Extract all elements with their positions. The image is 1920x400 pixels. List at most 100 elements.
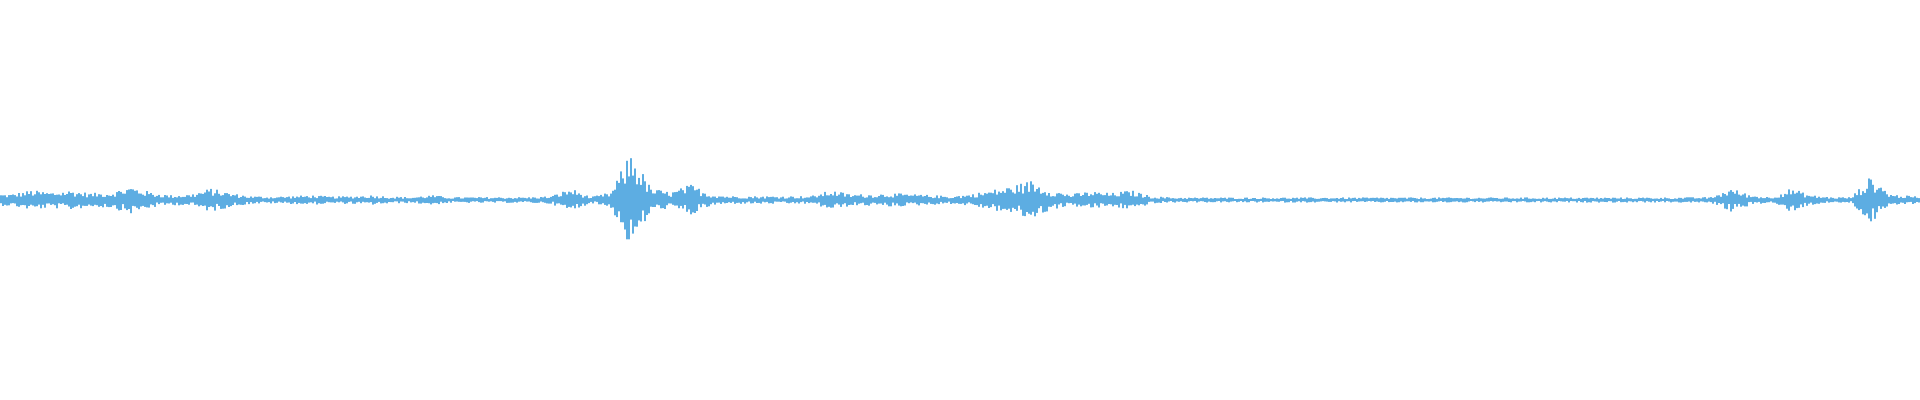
waveform-sample [658,190,660,206]
waveform-sample [1546,197,1548,202]
waveform-sample [1750,197,1752,202]
waveform-sample [1378,198,1380,202]
waveform-sample [1538,198,1540,201]
waveform-sample [138,193,140,210]
waveform-sample [1636,198,1638,203]
waveform-sample [306,196,308,204]
waveform-sample [1780,194,1782,205]
waveform-sample [1318,198,1320,202]
waveform-sample [1874,192,1876,219]
waveform-sample [1490,197,1492,201]
waveform-sample [422,197,424,203]
waveform-sample [374,198,376,204]
waveform-sample [798,198,800,204]
waveform-sample [10,195,12,204]
waveform-sample [1890,195,1892,204]
waveform-sample [1892,196,1894,204]
waveform-sample [718,196,720,203]
waveform-sample [948,198,950,202]
waveform-sample [536,198,538,203]
waveform-sample [124,193,126,209]
waveform-sample [1294,198,1296,203]
waveform-sample [1768,197,1770,203]
waveform-sample [942,196,944,204]
waveform-sample [1268,198,1270,202]
waveform-sample [316,198,318,205]
waveform-sample [1416,198,1418,203]
waveform-sample [276,197,278,203]
waveform-sample [360,196,362,204]
waveform-sample [414,197,416,203]
waveform-sample [20,196,22,206]
waveform-sample [1110,195,1112,205]
waveform-sample [1422,198,1424,203]
waveform-sample [338,196,340,203]
waveform-sample [266,197,268,203]
waveform-sample [1018,191,1020,206]
waveform-sample [408,198,410,202]
waveform-sample [1512,198,1514,202]
waveform-sample [1864,192,1866,216]
waveform-sample [1582,198,1584,203]
waveform-sample [1034,191,1036,217]
waveform-sample [750,197,752,204]
waveform-sample [1428,198,1430,202]
waveform-sample [1228,197,1230,203]
waveform-sample [634,168,636,227]
waveform-sample [1222,198,1224,202]
waveform-sample [668,195,670,204]
waveform-sample [850,197,852,205]
waveform-sample [606,194,608,206]
waveform-sample [580,194,582,207]
waveform-sample [550,196,552,204]
waveform-sample [488,198,490,202]
waveform-sample [1826,197,1828,202]
waveform-sample [1354,197,1356,201]
waveform-sample [1186,198,1188,203]
waveform-sample [998,191,1000,206]
waveform-sample [1896,195,1898,205]
waveform-sample [180,197,182,205]
waveform-sample [1596,197,1598,202]
waveform-sample [854,195,856,203]
waveform-sample [1108,195,1110,204]
waveform-sample [184,196,186,204]
waveform-sample [454,197,456,202]
waveform-sample [1640,198,1642,201]
waveform-sample [1484,198,1486,202]
waveform-sample [950,198,952,204]
waveform-sample [690,184,692,215]
waveform-sample [856,195,858,206]
waveform-sample [934,197,936,205]
waveform-sample [1090,194,1092,208]
waveform-sample [1620,197,1622,203]
waveform-sample [820,194,822,207]
waveform-sample [364,197,366,203]
waveform-sample [1812,196,1814,205]
waveform-sample [940,195,942,202]
waveform-sample [588,198,590,204]
waveform-sample [630,158,632,220]
waveform-sample [206,189,208,211]
waveform-sample [1710,197,1712,203]
waveform-sample [622,178,624,223]
waveform-sample [1606,198,1608,203]
waveform-sample [946,197,948,203]
waveform-sample [994,189,996,207]
waveform-sample [1588,198,1590,203]
waveform-sample [222,195,224,209]
waveform-sample [290,198,292,204]
waveform-sample [1662,198,1664,201]
waveform-sample [1036,189,1038,213]
waveform-sample [642,174,644,211]
waveform-sample [1506,197,1508,202]
waveform-sample [190,196,192,203]
waveform-sample [332,196,334,203]
waveform-sample [1372,197,1374,201]
waveform-sample [592,196,594,204]
waveform-sample [272,198,274,202]
waveform-sample [50,193,52,205]
waveform-sample [1834,198,1836,202]
waveform-sample [1682,198,1684,203]
waveform-sample [614,189,616,216]
